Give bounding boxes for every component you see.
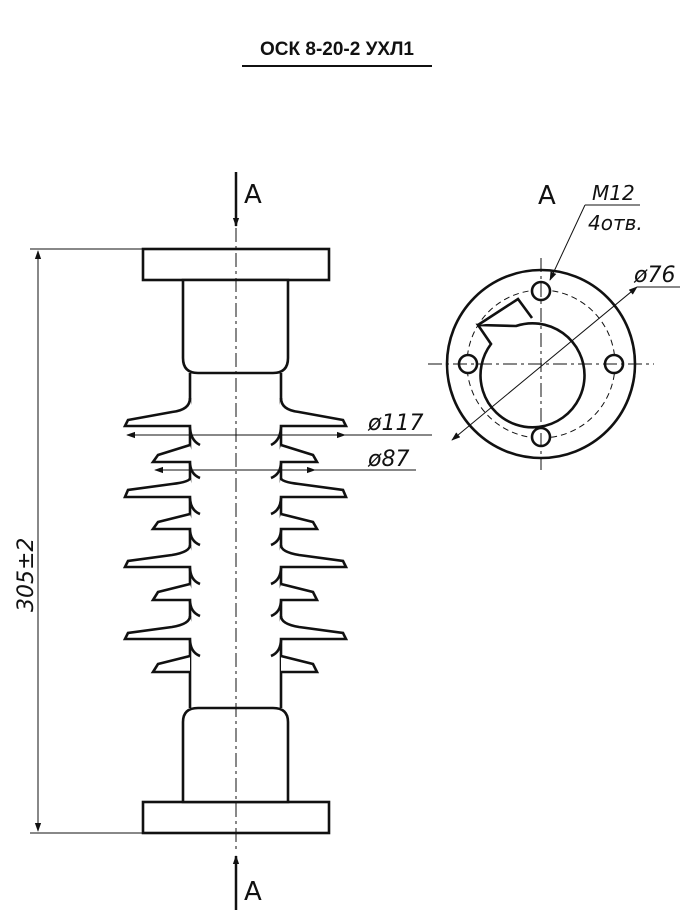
holes-label: 4отв. xyxy=(588,211,643,235)
shed-small-2 xyxy=(150,443,320,480)
sheds xyxy=(122,397,349,674)
top-cap xyxy=(181,278,290,375)
thread-label: M12 xyxy=(592,181,635,205)
shed-large-7 xyxy=(122,615,349,658)
shed-small-4 xyxy=(150,512,320,547)
inner-bore xyxy=(475,322,586,429)
section-label-bottom: A xyxy=(244,877,262,907)
shed-large-5 xyxy=(122,544,349,586)
height-dimension-label: 305±2 xyxy=(14,538,39,612)
drawing-title: ОСК 8-20-2 УХЛ1 xyxy=(260,39,414,60)
bolt-circle-dim-label: ø76 xyxy=(633,263,675,288)
section-label-top: A xyxy=(244,180,262,210)
upper-neck xyxy=(188,373,283,392)
section-view-label: A xyxy=(538,181,556,211)
section-view-a: A ø76 M12 4отв. xyxy=(428,181,680,470)
shed-small-6 xyxy=(150,582,320,618)
bolt-circle-dim-line xyxy=(451,286,638,441)
shed-large-3 xyxy=(123,477,348,516)
shed-large-dim-label: ø117 xyxy=(367,411,423,436)
shed-small-dim-label: ø87 xyxy=(367,447,409,472)
shed-large-1 xyxy=(122,397,349,447)
thread-leader xyxy=(549,204,586,281)
insulator-side-view: A A 305±2 ø117 ø87 xyxy=(14,172,432,910)
shed-small-8 xyxy=(150,654,320,674)
lower-neck xyxy=(188,676,283,708)
